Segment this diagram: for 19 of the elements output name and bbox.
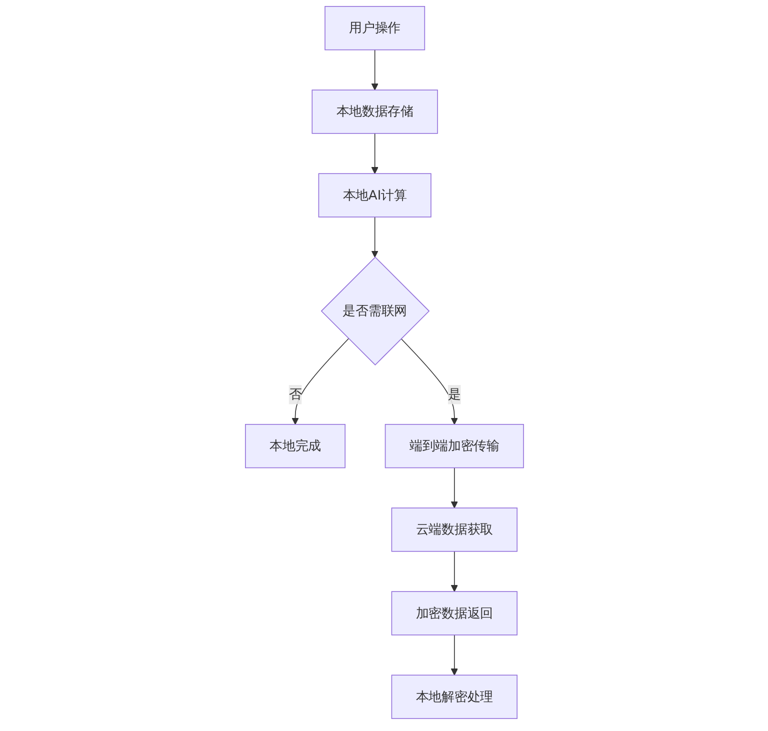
arrow bbox=[370, 133, 378, 174]
arrow bbox=[450, 634, 458, 676]
node-box: 本地完成 bbox=[244, 424, 346, 468]
arrow bbox=[370, 49, 378, 90]
arrow bbox=[450, 550, 458, 592]
arrow bbox=[450, 467, 458, 508]
edge-label: 否 bbox=[288, 386, 302, 402]
arrow bbox=[400, 338, 458, 425]
arrow bbox=[370, 216, 378, 258]
node-box: 本地AI计算 bbox=[318, 173, 431, 218]
arrow bbox=[291, 338, 348, 425]
node-box: 用户操作 bbox=[324, 6, 425, 50]
node-box: 端到端加密传输 bbox=[384, 424, 524, 468]
node-box: 本地解密处理 bbox=[390, 674, 518, 719]
edge-label: 是 bbox=[447, 386, 460, 402]
node-box: 本地数据存储 bbox=[311, 90, 438, 134]
node-box: 云端数据获取 bbox=[390, 508, 518, 552]
node-diamond: 是否需联网 bbox=[320, 256, 430, 366]
node-box: 加密数据返回 bbox=[390, 591, 518, 636]
